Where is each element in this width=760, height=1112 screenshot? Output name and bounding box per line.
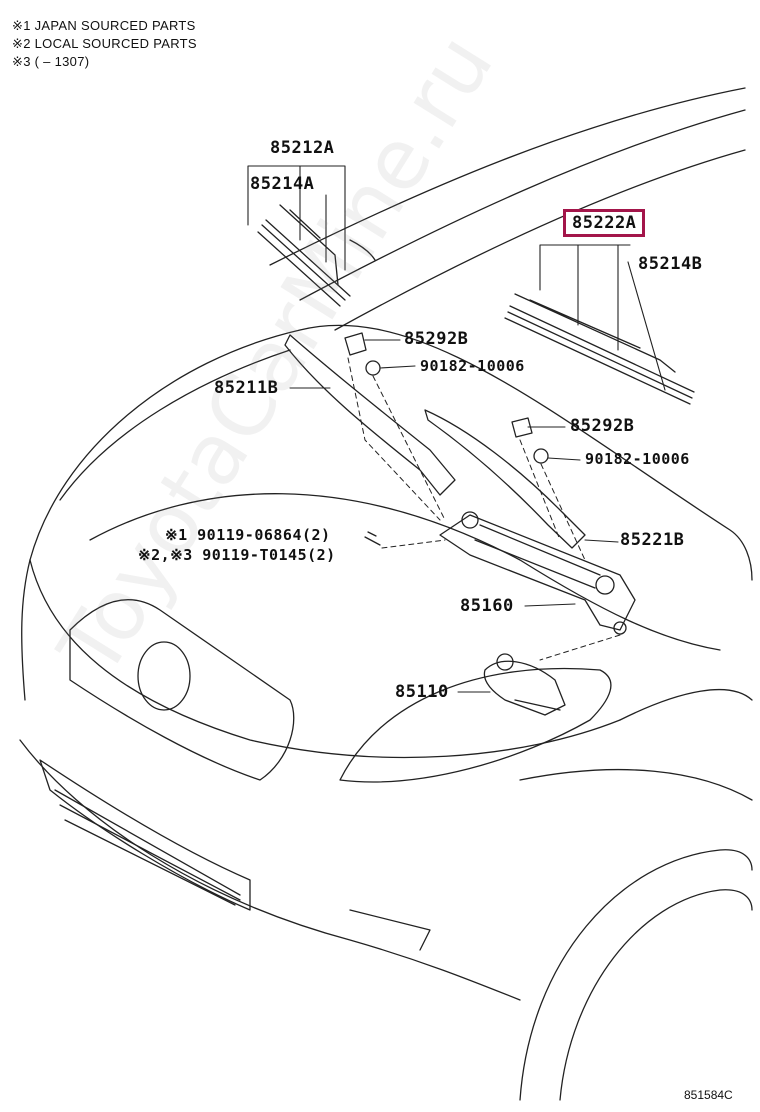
part-label-85214B[interactable]: 85214B <box>638 254 703 274</box>
part-label-90182-upper[interactable]: 90182-10006 <box>420 357 525 375</box>
motor-85110 <box>483 653 566 716</box>
part-label-85292B-upper[interactable]: 85292B <box>404 329 469 349</box>
windshield-edge <box>269 87 746 266</box>
part-label-85212A[interactable]: 85212A <box>270 138 335 158</box>
note-production-range: ※3 ( – 1307) <box>12 54 90 69</box>
note-local-sourced: ※2 LOCAL SOURCED PARTS <box>12 36 197 51</box>
front-bumper <box>19 739 521 1001</box>
windshield-inner <box>299 109 746 301</box>
headlight <box>339 667 612 783</box>
windshield-lower <box>334 149 746 331</box>
bolt-90119 <box>364 531 381 546</box>
upper-grille <box>69 598 295 781</box>
hood-front <box>29 559 621 759</box>
wiper-blade-a <box>257 204 376 307</box>
left-fender <box>21 559 31 701</box>
fender-line <box>619 689 753 721</box>
hood-crease <box>89 493 721 651</box>
nut-upper <box>365 360 381 376</box>
part-label-85214A[interactable]: 85214A <box>250 174 315 194</box>
part-label-85211B[interactable]: 85211B <box>214 378 279 398</box>
hood-outline <box>29 324 753 581</box>
linkage-85160 <box>439 511 636 635</box>
part-label-85221B[interactable]: 85221B <box>620 530 685 550</box>
wiper-arm-right <box>424 409 586 549</box>
wheel-arch <box>519 849 753 1101</box>
part-label-85160[interactable]: 85160 <box>460 596 514 616</box>
part-label-85292B-lower[interactable]: 85292B <box>570 416 635 436</box>
part-label-90182-lower[interactable]: 90182-10006 <box>585 450 690 468</box>
cap-85292B-lower <box>511 417 533 438</box>
note-japan-sourced: ※1 JAPAN SOURCED PARTS <box>12 18 196 33</box>
diagram-reference-code: 851584C <box>684 1088 733 1102</box>
part-label-85222A[interactable]: 85222A <box>563 209 646 237</box>
emblem <box>137 641 191 711</box>
wiper-arm-left <box>284 334 456 496</box>
cap-85292B-upper <box>344 332 367 356</box>
part-label-85110[interactable]: 85110 <box>395 682 449 702</box>
part-label-90119-T0145[interactable]: ※2,※3 90119-T0145(2) <box>138 546 336 564</box>
wiper-blade-b <box>504 293 695 405</box>
lower-grille <box>39 759 251 911</box>
wheel <box>559 889 753 1101</box>
part-label-90119-06864[interactable]: ※1 90119-06864(2) <box>165 526 331 544</box>
nut-lower <box>533 448 549 464</box>
fender-lower <box>519 768 753 801</box>
